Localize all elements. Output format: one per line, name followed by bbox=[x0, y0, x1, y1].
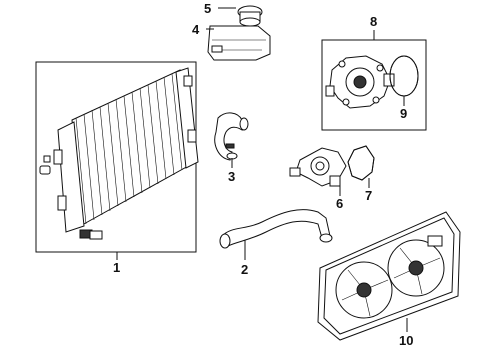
radiator: 1 bbox=[35, 61, 199, 275]
lower-hose-end-a bbox=[219, 233, 231, 249]
fan-connector bbox=[427, 235, 443, 247]
lower-hose: 2 bbox=[219, 209, 333, 277]
hose-clamp bbox=[225, 143, 235, 149]
lower-sensor bbox=[89, 230, 103, 240]
callout-9: 9 bbox=[400, 106, 407, 121]
callout-6: 6 bbox=[336, 196, 343, 211]
upper-hose-end-a bbox=[239, 117, 249, 131]
fan-assembly: 10 bbox=[317, 211, 461, 348]
small-fitting bbox=[43, 155, 51, 163]
reservoir-cap: 5 bbox=[204, 1, 263, 27]
callout-3: 3 bbox=[228, 169, 235, 184]
radiator-outlet-neck bbox=[187, 129, 197, 143]
radiator-inlet-neck bbox=[183, 75, 193, 87]
lower-hose-end-b bbox=[319, 233, 333, 243]
pump-outlet bbox=[325, 85, 335, 97]
callout-1: 1 bbox=[113, 260, 120, 275]
callout-4: 4 bbox=[192, 22, 200, 37]
thermostat-nipple bbox=[289, 167, 301, 177]
upper-hose: 3 bbox=[214, 112, 249, 184]
reservoir-outlet bbox=[211, 45, 223, 53]
pump-flange bbox=[383, 73, 395, 87]
callout-7: 7 bbox=[365, 188, 372, 203]
callout-5: 5 bbox=[204, 1, 211, 16]
thermostat-port bbox=[310, 156, 330, 176]
radiator-left-bracket-upper bbox=[53, 149, 63, 165]
drain-plug bbox=[39, 165, 51, 175]
water-pump-assembly: 8 9 bbox=[321, 14, 427, 131]
callout-2: 2 bbox=[241, 262, 248, 277]
upper-hose-body bbox=[214, 112, 243, 161]
pump-shaft bbox=[353, 75, 367, 89]
callout-8: 8 bbox=[370, 14, 377, 29]
radiator-left-bracket-lower bbox=[57, 195, 67, 211]
lower-hose-body bbox=[221, 209, 331, 247]
thermostat-housing: 6 bbox=[289, 147, 347, 211]
radiator-core bbox=[71, 69, 191, 226]
coolant-reservoir: 4 bbox=[192, 22, 271, 61]
reservoir-tank bbox=[207, 25, 271, 61]
fan-left-hub bbox=[356, 282, 372, 298]
thermostat-neck bbox=[329, 175, 341, 187]
radiator-right-tank bbox=[175, 67, 199, 169]
fan-right-hub bbox=[408, 260, 424, 276]
thermostat-gasket: 7 bbox=[347, 145, 375, 203]
callout-10: 10 bbox=[399, 333, 413, 348]
